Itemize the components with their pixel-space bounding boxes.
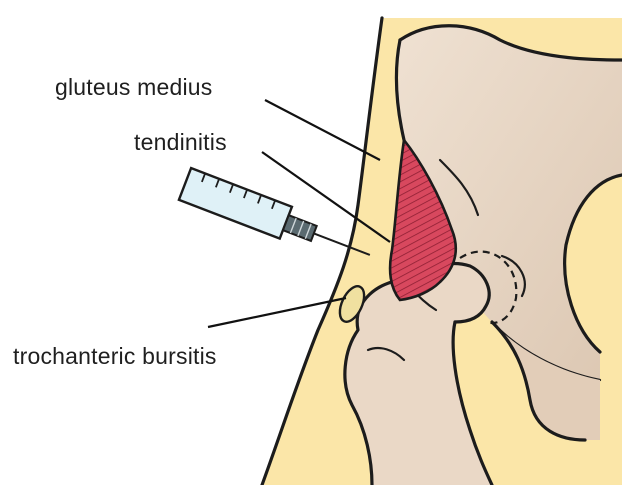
label-tendinitis: tendinitis <box>134 129 227 155</box>
label-gluteus-medius: gluteus medius <box>55 74 213 100</box>
label-trochanteric-bursitis: trochanteric bursitis <box>13 343 217 369</box>
leader-gluteus-medius <box>265 100 380 160</box>
